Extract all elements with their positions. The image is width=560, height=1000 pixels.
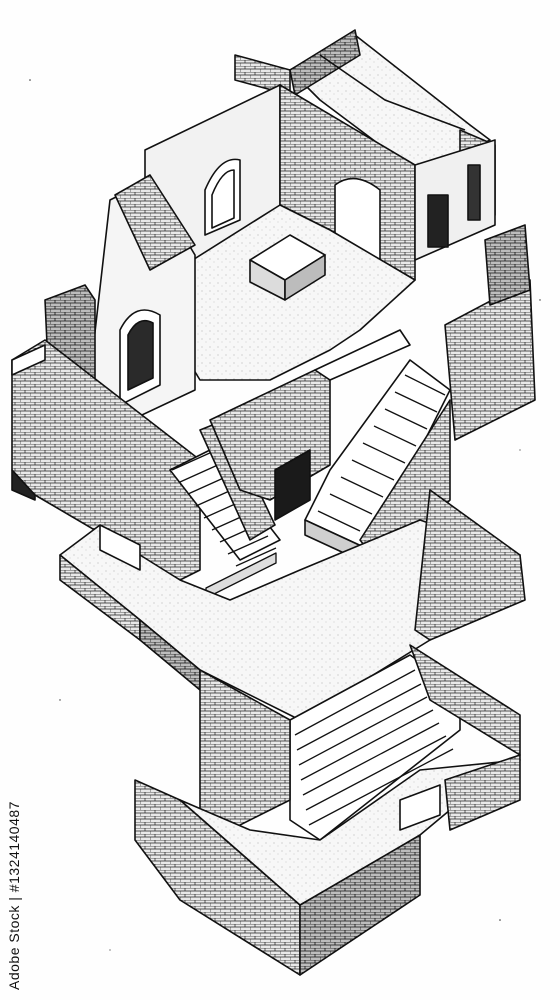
left-wing (11, 174, 201, 581)
right-staircase (304, 224, 536, 566)
ink-speckles (29, 79, 541, 951)
lower-terrace (59, 489, 526, 721)
central-wall (209, 329, 411, 521)
stock-id-watermark: Adobe Stock | #1324140487 (6, 801, 22, 990)
bottom-staircase (199, 644, 521, 841)
bottom-chamber (134, 754, 521, 976)
upper-rooms (144, 29, 496, 381)
